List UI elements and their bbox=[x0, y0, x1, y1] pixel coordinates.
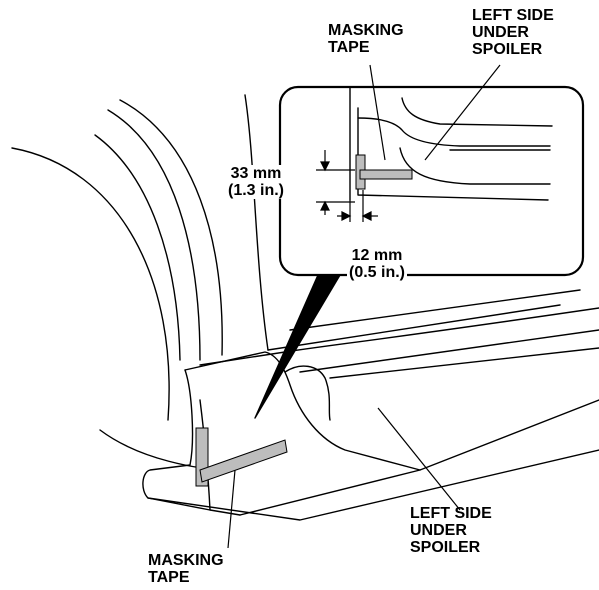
detail-box bbox=[278, 85, 585, 277]
dim-v-arrow-top bbox=[320, 161, 330, 172]
label-left-side-under-spoiler-top: LEFT SIDE UNDER SPOILER bbox=[472, 7, 554, 58]
leader-spoiler-bottom bbox=[377, 407, 461, 511]
detail-spoiler-edge bbox=[357, 107, 549, 201]
spoiler-bottom-edge bbox=[147, 449, 599, 521]
fender-arch-inner bbox=[94, 134, 181, 361]
dim-v-arrow-bottom bbox=[320, 200, 330, 211]
vehicle-tape-horizontal bbox=[199, 439, 288, 483]
rocker-panel-mid bbox=[299, 329, 599, 373]
dim-h-arrow-left bbox=[341, 211, 352, 221]
label-vertical-dimension: 33 mm (1.3 in.) bbox=[228, 165, 285, 199]
body-line-2 bbox=[267, 304, 561, 351]
label-horizontal-dimension: 12 mm (0.5 in.) bbox=[347, 247, 408, 281]
detail-spoiler-top bbox=[357, 117, 551, 147]
dim-h-arrow-right bbox=[361, 211, 372, 221]
label-masking-tape-bottom: MASKING TAPE bbox=[148, 552, 224, 586]
spoiler-front-end bbox=[142, 369, 241, 516]
body-line-1 bbox=[244, 94, 269, 351]
detail-tape-horizontal bbox=[359, 169, 413, 180]
body-line-3 bbox=[289, 289, 581, 331]
label-left-side-under-spoiler-bottom: LEFT SIDE UNDER SPOILER bbox=[410, 505, 492, 556]
spoiler-lower-crease bbox=[239, 469, 421, 516]
fender-arch-back bbox=[119, 99, 223, 356]
spoiler-sweep bbox=[329, 347, 599, 379]
fender-arch-edge bbox=[107, 109, 201, 361]
spoiler-curve bbox=[284, 365, 331, 421]
leader-masking-top bbox=[369, 64, 386, 161]
detail-spoiler-inner bbox=[401, 97, 553, 127]
rocker-panel-top bbox=[199, 307, 599, 366]
wheel-arch-outer bbox=[11, 147, 170, 421]
spoiler-front-face bbox=[184, 351, 599, 471]
wheel-well-lip bbox=[99, 429, 231, 471]
leader-spoiler-top bbox=[424, 64, 501, 161]
detail-spoiler-lower bbox=[399, 147, 551, 185]
label-masking-tape-top: MASKING TAPE bbox=[328, 22, 404, 56]
leader-masking-bottom bbox=[227, 469, 236, 549]
